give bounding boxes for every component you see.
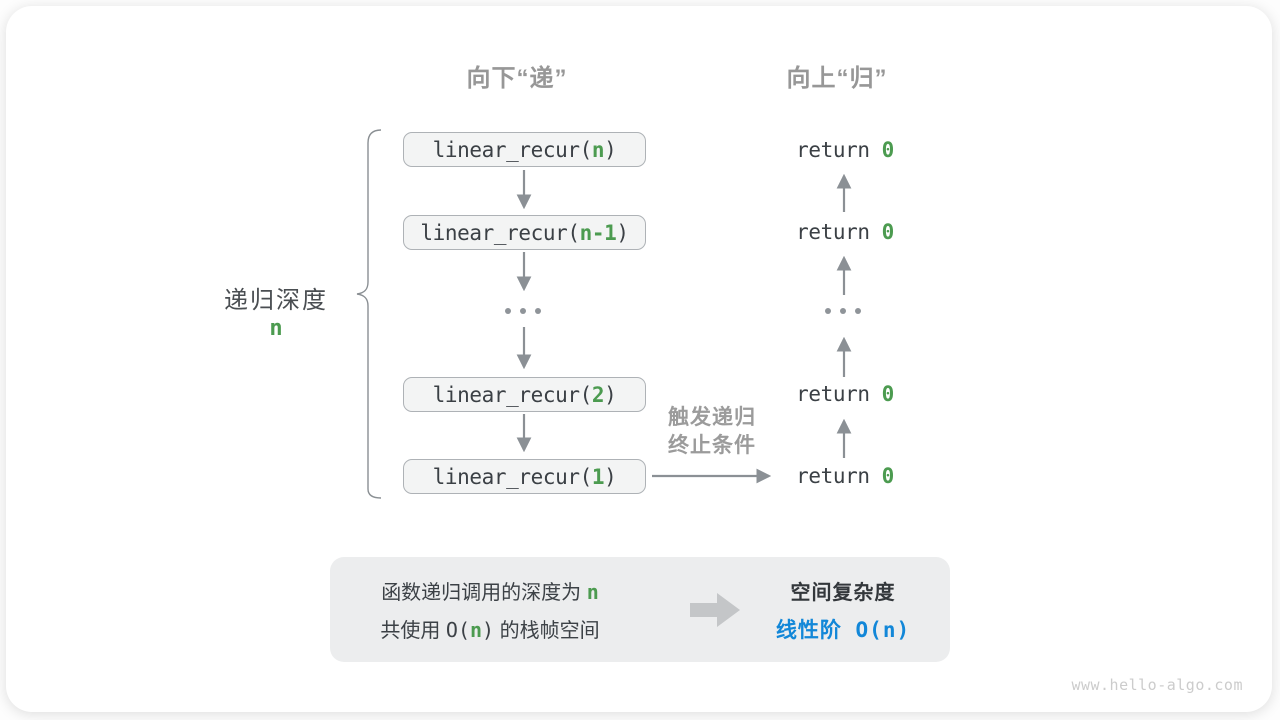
base-case-annotation: 触发递归 终止条件 [642,404,782,460]
return-keyword: return [796,464,870,488]
return-value: 0 [881,464,895,488]
frame-arg: 1 [591,464,605,489]
summary-line2-post: 的栈帧空间 [499,620,600,642]
recursion-depth-label: 递归深度 [224,287,328,314]
stack-frame-n-1: linear_recur(n-1) [403,215,646,250]
annotation-line1: 触发递归 [668,406,756,429]
frame-close-paren: ) [604,382,617,407]
frame-close-paren: ) [604,464,617,489]
stack-frame-1: linear_recur(1) [403,459,646,494]
frame-arg: n-1 [579,220,617,245]
return-statement: return 0 [765,462,925,490]
return-value: 0 [881,138,895,162]
frame-close-paren: ) [604,137,617,162]
stack-frame-2: linear_recur(2) [403,377,646,412]
return-keyword: return [796,138,870,162]
return-keyword: return [796,382,870,406]
big-o-open: O( [445,618,470,642]
frame-arg: 2 [591,382,605,407]
return-value: 0 [881,220,895,244]
summary-line1-value: n [586,580,599,604]
frame-arg: n [591,137,605,162]
summary-line2-text: 共使用 [380,620,441,642]
ellipsis-dots-returns [825,308,861,314]
frame-close-paren: ) [616,220,629,245]
space-complexity-title: 空间复杂度 [790,581,896,604]
stack-frame-n: linear_recur(n) [403,132,646,167]
complexity-order-label: 线性阶 [775,617,842,642]
column-header-ascend: 向上“归” [786,65,888,92]
frame-func-text: linear_recur( [420,220,580,245]
summary-panel: 函数递归调用的深度为 n 共使用 O(n) 的栈帧空间 空间复杂度 线性阶 O(… [330,557,950,662]
annotation-line2: 终止条件 [668,434,756,457]
big-o-close: ) [482,618,495,642]
summary-line2-value: n [470,618,483,642]
frame-func-text: linear_recur( [432,464,593,489]
space-complexity-value: 线性阶 O(n) [776,614,910,644]
return-statement: return 0 [765,218,925,246]
frame-func-text: linear_recur( [432,382,593,407]
column-header-descend: 向下“递” [466,65,568,92]
complexity-big-o: O(n) [855,617,911,642]
recursion-depth-value: n [269,316,283,341]
summary-line2: 共使用 O(n) 的栈帧空间 [380,614,599,643]
return-statement: return 0 [765,380,925,408]
summary-line1: 函数递归调用的深度为 n [381,576,599,605]
return-keyword: return [796,220,870,244]
return-statement: return 0 [765,136,925,164]
summary-right-text: 空间复杂度 线性阶 O(n) [748,557,938,662]
summary-line1-text: 函数递归调用的深度为 [381,582,582,604]
return-value: 0 [881,382,895,406]
frame-func-text: linear_recur( [432,137,593,162]
summary-left-text: 函数递归调用的深度为 n 共使用 O(n) 的栈帧空间 [340,557,640,662]
ellipsis-dots-calls [505,308,541,314]
watermark: www.hello-algo.com [1071,676,1243,694]
implies-arrow-icon [690,593,740,627]
